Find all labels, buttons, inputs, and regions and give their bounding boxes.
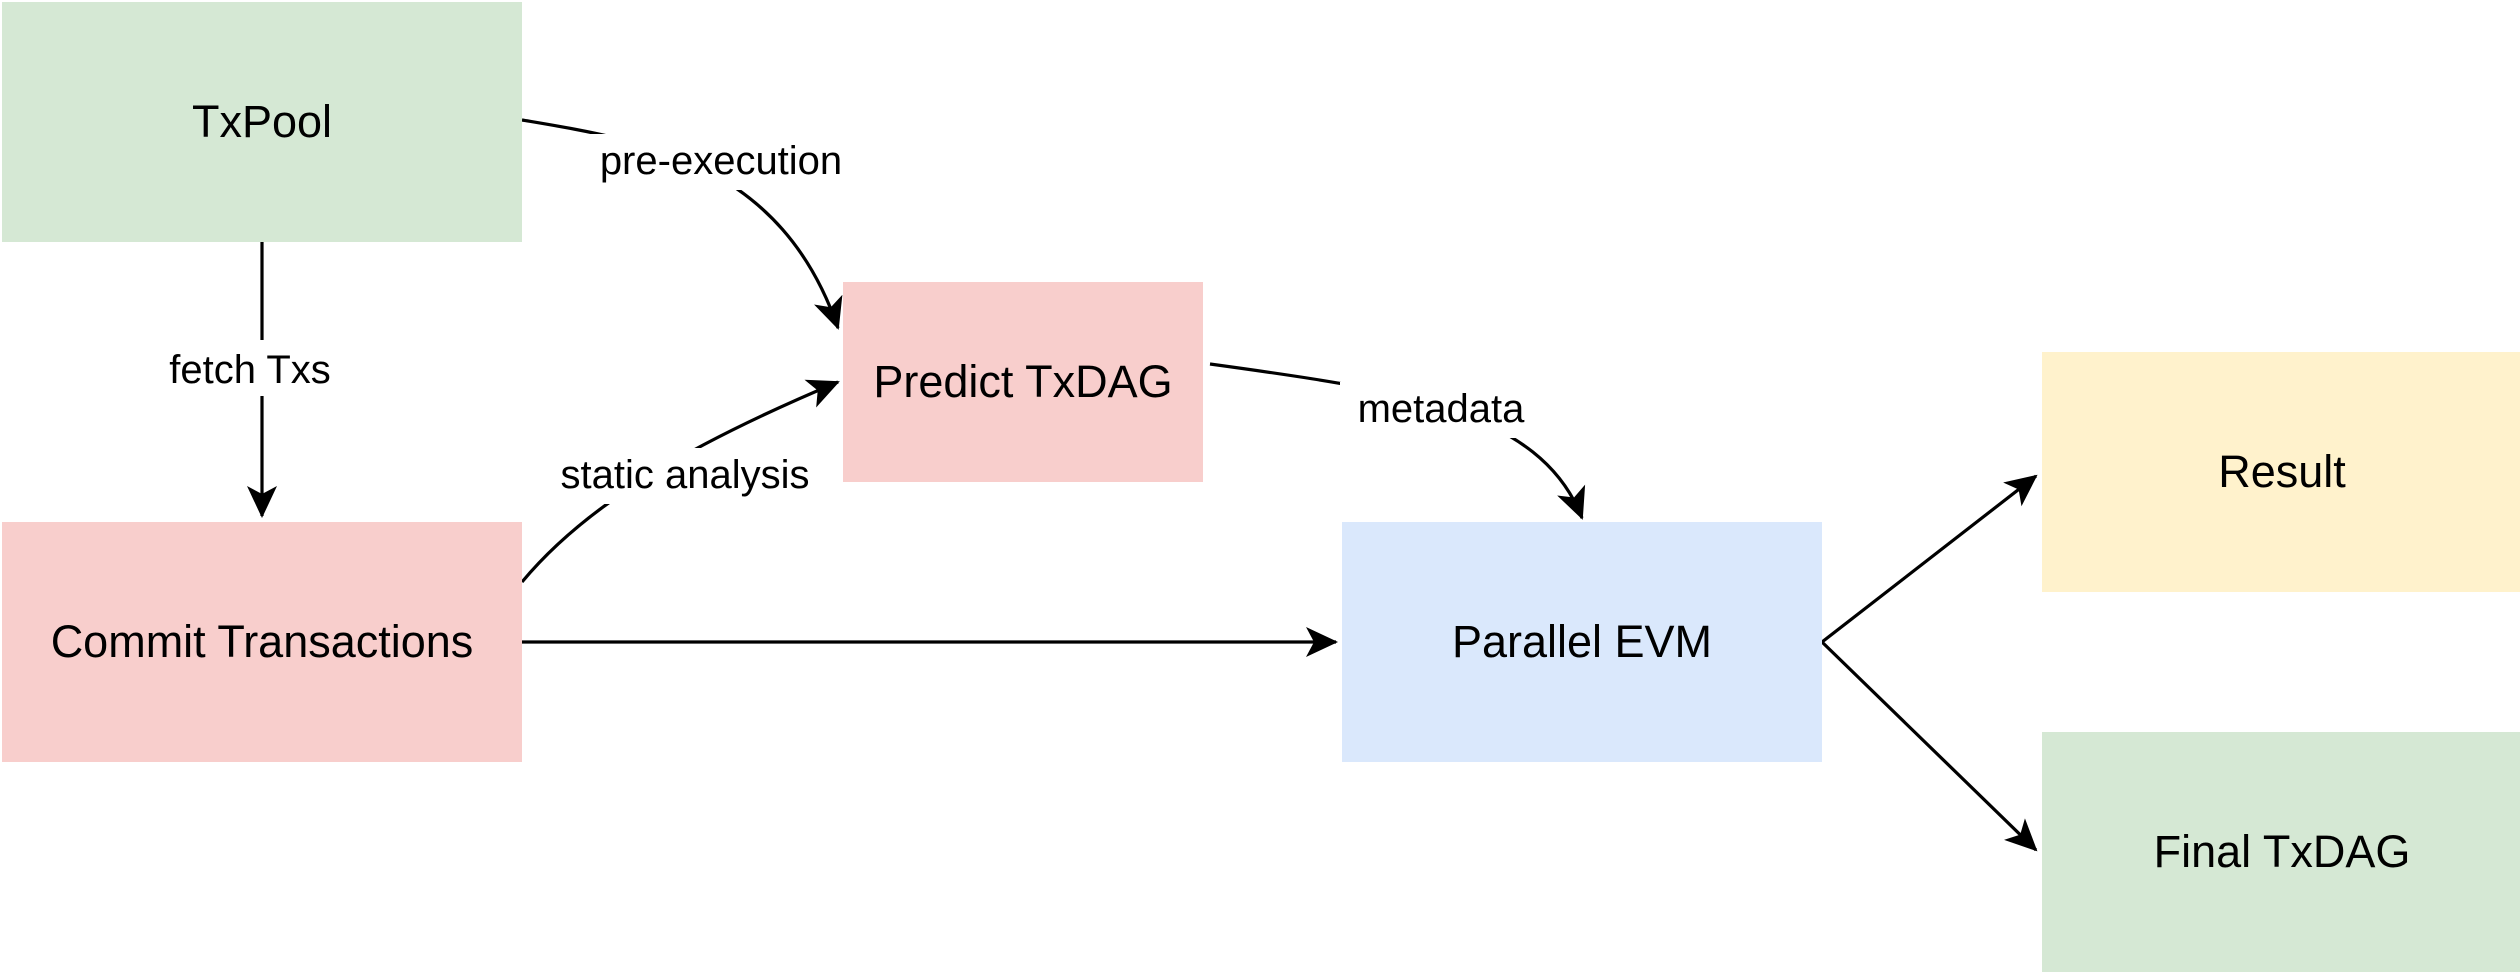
node-label-predict-txdag: Predict TxDAG (873, 356, 1173, 408)
node-label-final-txdag: Final TxDAG (2153, 826, 2411, 878)
node-txpool: TxPool (2, 2, 522, 242)
edge-parallel-to-final (1820, 640, 2038, 852)
edge-label-static-analysis: static analysis (561, 453, 810, 497)
node-label-commit-transactions: Commit Transactions (50, 616, 474, 668)
node-result: Result (2042, 352, 2520, 592)
node-label-parallel-evm: Parallel EVM (1451, 616, 1713, 668)
node-label-result: Result (2218, 446, 2346, 498)
edge-label-metadata: metadata (1358, 387, 1526, 431)
edge-label-pre-execution: pre-execution (600, 139, 842, 183)
node-parallel-evm: Parallel EVM (1342, 522, 1822, 762)
node-predict-txdag: Predict TxDAG (843, 282, 1203, 482)
edge-label-fetch-txs: fetch Txs (169, 348, 331, 392)
node-label-txpool: TxPool (191, 96, 333, 148)
node-commit-transactions: Commit Transactions (2, 522, 522, 762)
node-final-txdag: Final TxDAG (2042, 732, 2520, 972)
edge-parallel-to-result (1821, 474, 2038, 644)
